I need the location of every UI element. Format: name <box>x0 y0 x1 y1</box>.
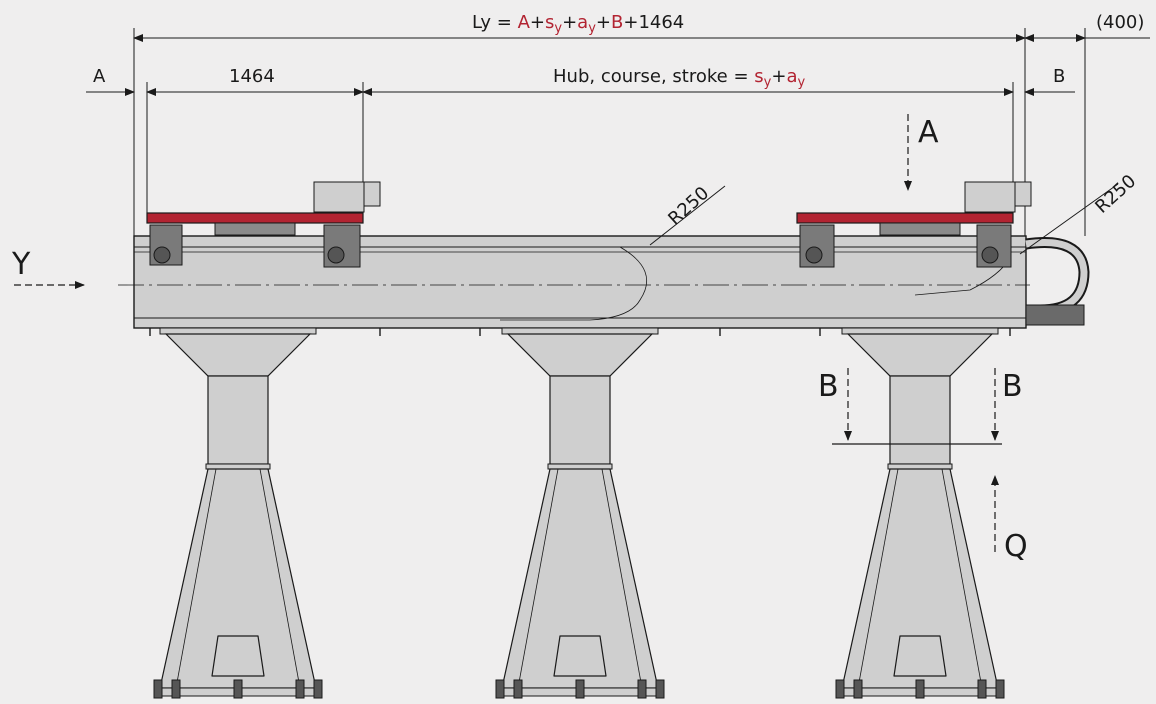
view-label-q: Q <box>1004 529 1028 564</box>
total-length-plus1: + <box>530 12 545 33</box>
stroke-ay-sub: y <box>797 75 805 90</box>
view-label-a: A <box>918 115 939 150</box>
dimension-lines <box>86 28 1150 236</box>
extra-length-label: (400) <box>1096 12 1144 33</box>
support-column-3 <box>835 327 1005 699</box>
view-label-y: Y <box>11 247 31 282</box>
cable-loop <box>1025 237 1090 326</box>
total-length-suffix: +1464 <box>623 12 684 33</box>
total-length-s-sub: y <box>554 21 562 36</box>
stroke-plus: + <box>771 66 786 87</box>
view-label-b-left: B <box>818 369 839 404</box>
stroke-s: s <box>754 66 763 87</box>
total-length-prefix: Ly = <box>472 12 518 33</box>
total-length-s: s <box>545 12 554 33</box>
stroke-label: Hub, course, stroke = sy+ay <box>553 66 805 90</box>
support-columns <box>153 327 1005 699</box>
radius-left-label: R250 <box>664 183 713 230</box>
radius-leaders <box>649 183 1119 255</box>
total-length-a: A <box>518 12 531 33</box>
total-length-label: Ly = A+sy+ay+B+1464 <box>472 12 684 36</box>
beam <box>118 235 1030 336</box>
stroke-ay: a <box>786 66 797 87</box>
carriage-left <box>146 181 381 268</box>
support-column-2 <box>495 327 665 699</box>
view-arrows <box>14 114 1002 552</box>
total-length-plus2: + <box>562 12 577 33</box>
left-offset-label: A <box>93 66 106 87</box>
stroke-s-sub: y <box>764 75 772 90</box>
radius-right-label: R250 <box>1091 171 1140 218</box>
total-length-ay-sub: y <box>588 21 596 36</box>
view-label-b-right: B <box>1002 369 1023 404</box>
total-length-plus3: + <box>596 12 611 33</box>
total-length-b: B <box>611 12 623 33</box>
stroke-prefix: Hub, course, stroke = <box>553 66 754 87</box>
support-column-1 <box>153 327 323 699</box>
carriage-length-label: 1464 <box>229 66 275 87</box>
right-offset-label: B <box>1053 66 1065 87</box>
total-length-ay: a <box>577 12 588 33</box>
carriage-right <box>796 181 1032 268</box>
